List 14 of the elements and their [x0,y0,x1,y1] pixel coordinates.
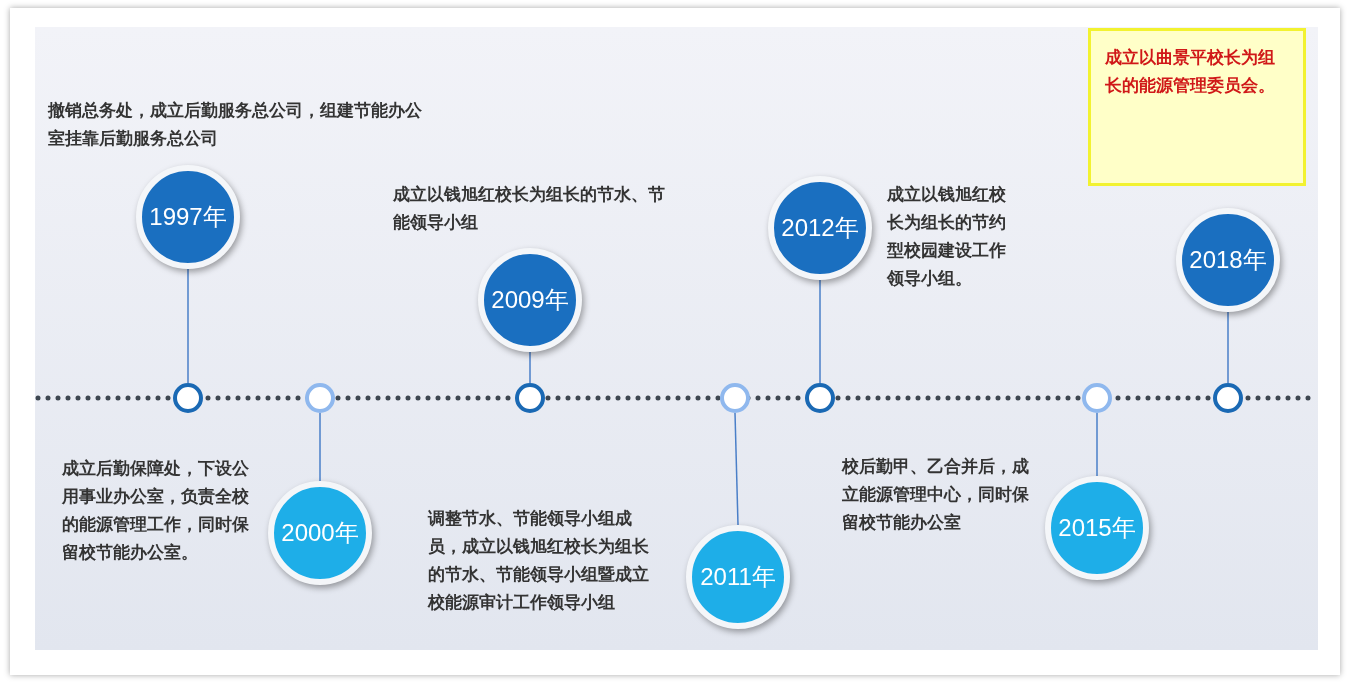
event-description: 校后勤甲、乙合并后，成立能源管理中心，同时保留校节能办公室 [842,455,1030,534]
connector-line [319,412,321,482]
event-description: 撤销总务处，成立后勤服务总公司，组建节能办公室挂靠后勤服务总公司 [48,99,423,150]
connector-line [529,351,531,384]
connector-line [1096,412,1098,477]
connector-line [734,412,739,526]
event-description: 调整节水、节能领导小组成员，成立以钱旭红校长为组长的节水、节能领导小组暨成立校能源审计工作领导小组 [428,507,650,614]
connector-line [819,279,821,384]
event-description: 成立后勤保障处，下设公用事业办公室，负责全校的能源管理工作，同时保留校节能办公室。 [62,457,250,564]
connector-line [1227,311,1229,384]
event-description: 成立以钱旭红校长为组长的节水、节能领导小组 [393,183,666,234]
event-description: 成立以钱旭红校长为组长的节约型校园建设工作领导小组。 [887,183,1007,290]
connector-line [187,268,189,384]
note-box: 成立以曲景平校长为组长的能源管理委员会。 [1088,28,1306,186]
